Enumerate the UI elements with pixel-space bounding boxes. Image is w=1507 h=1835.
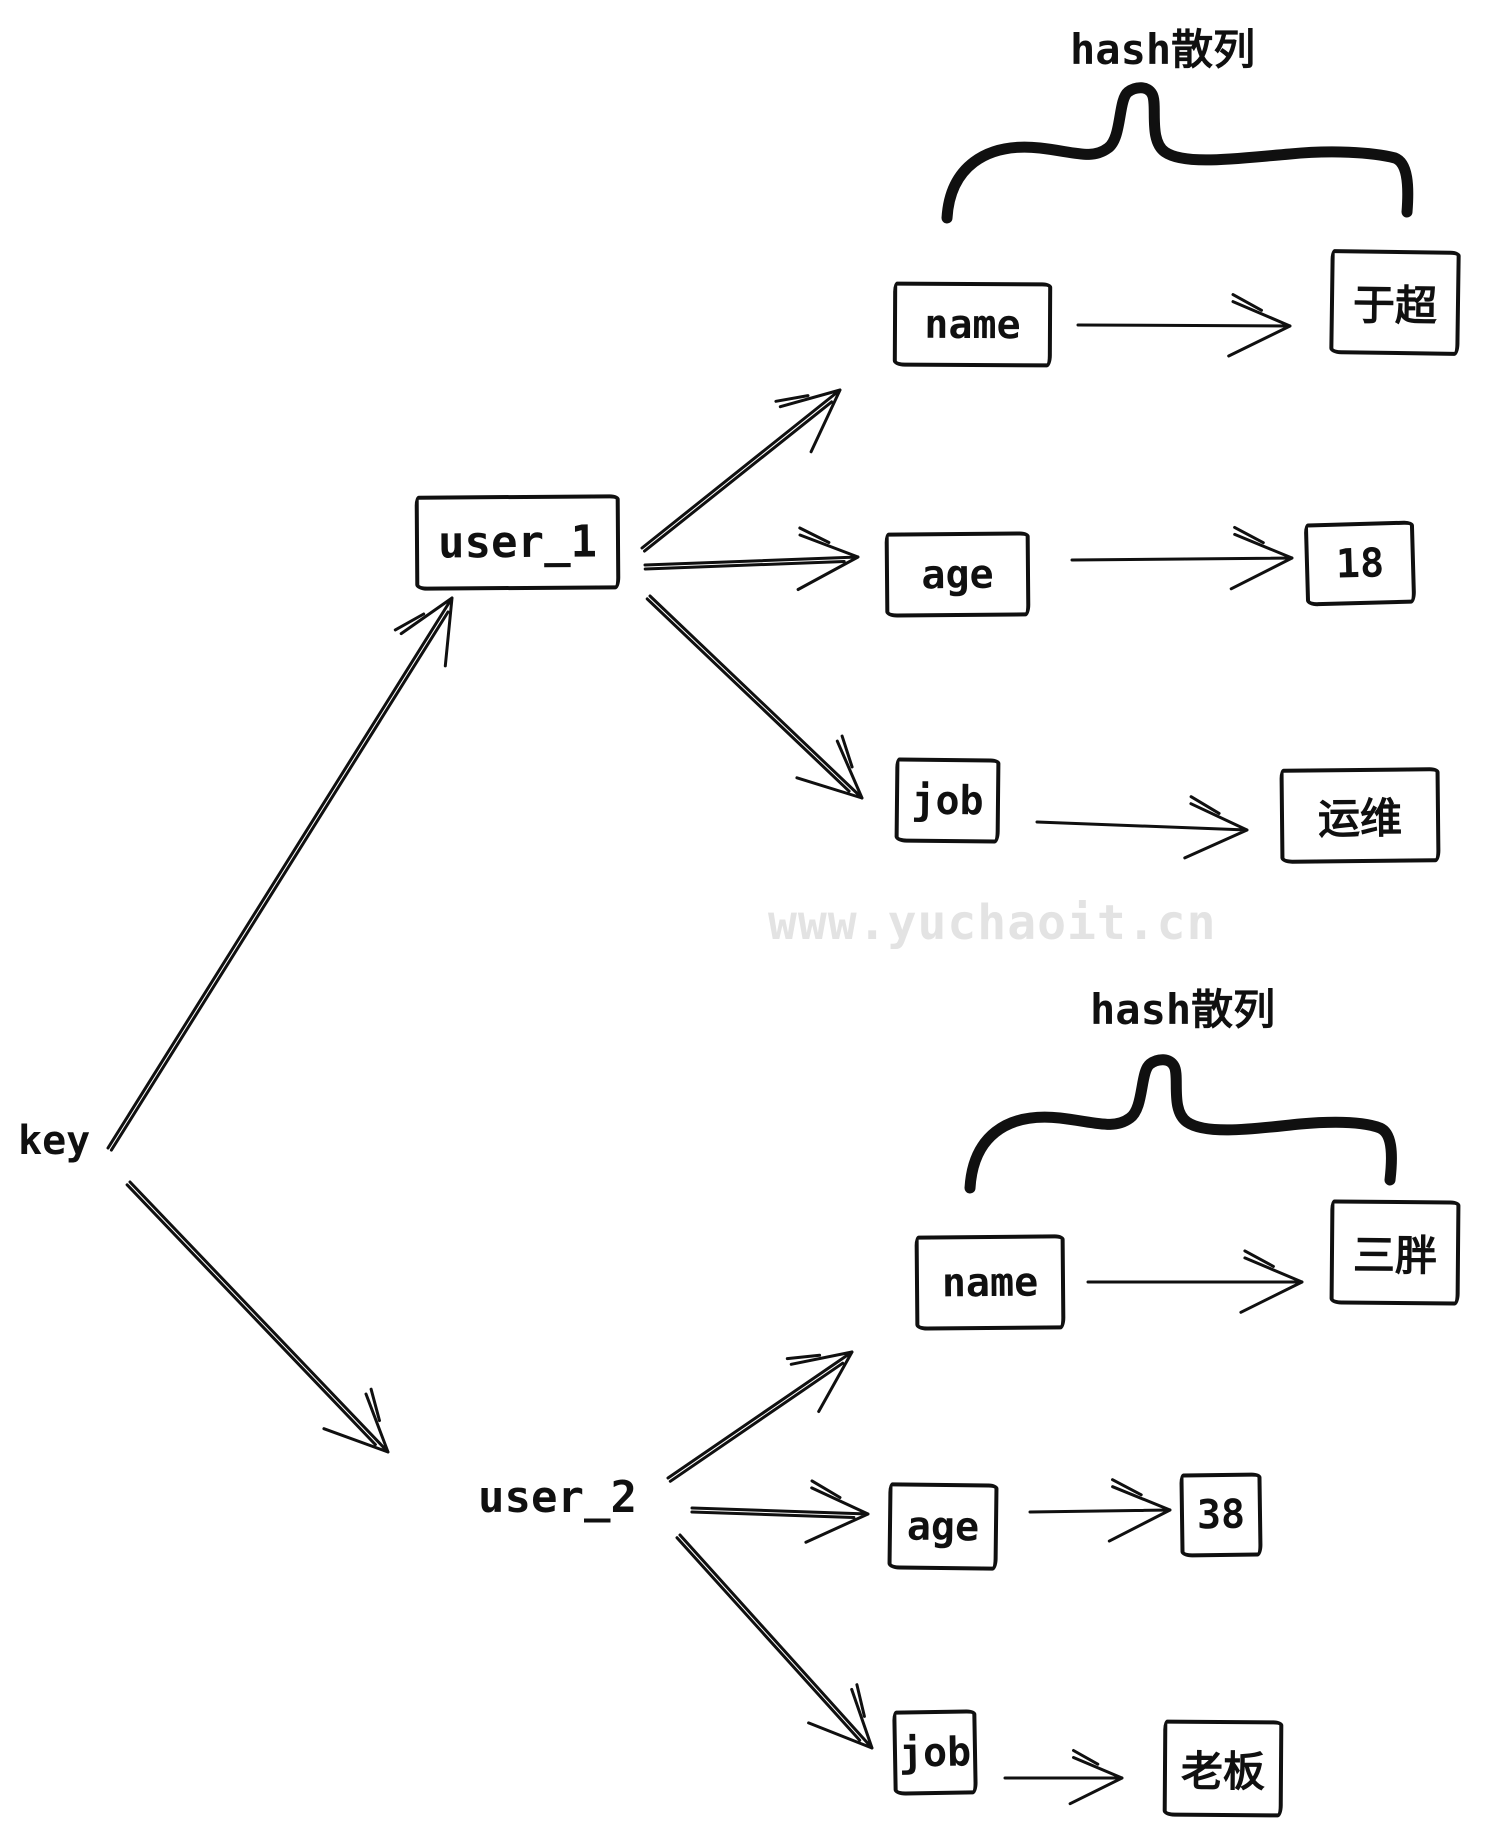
arrow-job2-to-value <box>1003 1749 1124 1806</box>
arrow-name2-to-value <box>1086 1249 1304 1314</box>
field-box-user1-name: name <box>892 281 1053 368</box>
value-box-user1-name: 于超 <box>1329 249 1461 356</box>
entry-label-user2: user_2 <box>478 1472 637 1523</box>
entry-box-user1-label: user_1 <box>437 516 598 569</box>
value-box-user1-age: 18 <box>1303 520 1417 607</box>
key-label: key <box>18 1118 91 1164</box>
value-box-user1-job: 运维 <box>1279 767 1441 864</box>
field-box-user2-job-label: job <box>898 1728 972 1777</box>
arrow-age2-to-value <box>1028 1478 1172 1543</box>
arrow-user2-to-age <box>690 1479 870 1544</box>
value-box-user2-job-text: 老板 <box>1180 1746 1266 1797</box>
field-box-user2-name-label: name <box>941 1259 1039 1306</box>
field-box-user2-job: job <box>892 1709 978 1796</box>
value-box-user1-job-text: 运维 <box>1317 793 1403 844</box>
field-box-user1-age: age <box>884 531 1031 618</box>
arrow-user2-to-job <box>675 1533 874 1750</box>
brace-hash1 <box>941 82 1414 224</box>
field-box-user2-name: name <box>914 1234 1066 1331</box>
arrows-group <box>106 293 1304 1806</box>
value-box-user1-age-text: 18 <box>1335 539 1385 588</box>
value-box-user1-name-text: 于超 <box>1352 280 1438 331</box>
hash2-section-label: hash散列 <box>1090 985 1276 1034</box>
watermark: www.yuchaoit.cn <box>768 895 1217 951</box>
value-box-user2-job: 老板 <box>1162 1719 1284 1818</box>
arrow-key-to-user1 <box>106 596 454 1152</box>
arrow-user1-to-name <box>640 388 842 553</box>
field-box-user1-job: job <box>894 757 1001 844</box>
value-box-user2-age: 38 <box>1179 1472 1263 1558</box>
arrow-key-to-user2 <box>125 1180 390 1454</box>
field-box-user1-age-label: age <box>921 551 994 598</box>
field-box-user1-name-label: name <box>924 301 1021 348</box>
arrow-job1-to-value <box>1035 795 1249 860</box>
value-box-user2-name-text: 三胖 <box>1352 1230 1438 1281</box>
field-box-user1-job-label: job <box>911 777 984 824</box>
arrow-user1-to-age <box>643 526 860 591</box>
field-box-user2-age: age <box>887 1482 999 1571</box>
arrow-name1-to-value <box>1076 293 1292 358</box>
arrow-user2-to-name <box>666 1350 854 1483</box>
hash1-section-label: hash散列 <box>1070 25 1256 74</box>
value-box-user2-age-text: 38 <box>1196 1491 1246 1539</box>
value-box-user2-name: 三胖 <box>1329 1199 1461 1306</box>
field-box-user2-age-label: age <box>906 1503 980 1550</box>
entry-box-user1: user_1 <box>414 494 621 591</box>
brace-hash2 <box>964 1054 1397 1194</box>
arrow-user1-to-job <box>645 594 864 800</box>
arrow-age1-to-value <box>1070 525 1294 591</box>
